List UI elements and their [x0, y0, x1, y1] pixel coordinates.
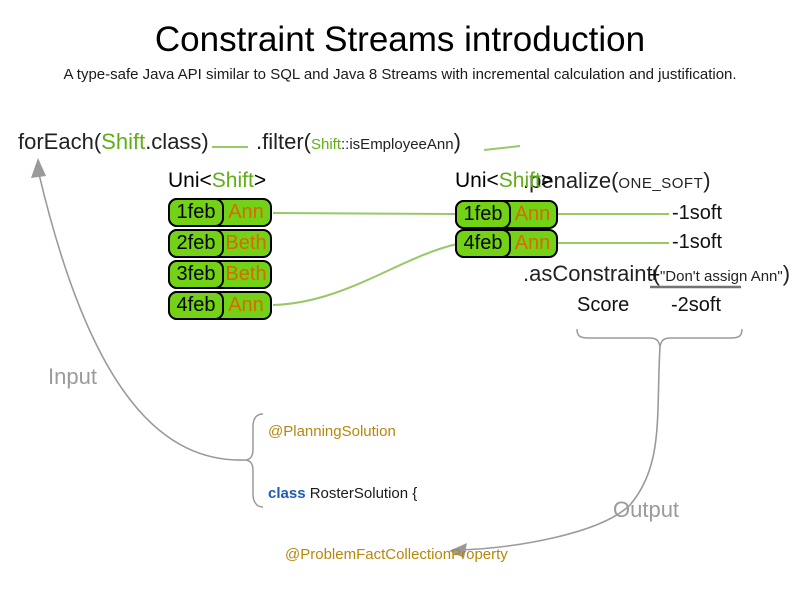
- date-pill: 1feb: [455, 200, 511, 229]
- penalize-suffix: ): [703, 168, 711, 193]
- employee-name: Beth: [225, 263, 267, 285]
- penalize-prefix: .penalize(: [523, 168, 619, 193]
- penalize-arg: ONE_SOFT: [618, 175, 704, 192]
- foreach-suffix: .class): [145, 129, 209, 154]
- filter-call: .filter(Shift::isEmployeeAnn): [256, 129, 461, 155]
- date-pill: 4feb: [455, 229, 511, 258]
- shift-card: Ann 4feb: [455, 229, 558, 258]
- employee-name: Beth: [225, 232, 267, 254]
- pipeline-connector-2: [483, 145, 521, 151]
- score-total: -2soft: [671, 294, 722, 316]
- uni-type: Shift: [211, 169, 254, 192]
- asconstraint-suffix: ): [782, 261, 791, 286]
- penalty-value: -1soft: [672, 231, 723, 253]
- page-title: Constraint Streams introduction: [154, 20, 646, 59]
- foreach-prefix: forEach(: [18, 129, 102, 154]
- filter-type: Shift: [311, 136, 342, 153]
- date-pill: 1feb: [168, 198, 224, 227]
- asconstraint-call: .asConstraint("Don't assign Ann"): [523, 259, 790, 292]
- code-line-annotation-solution: @PlanningSolution: [268, 422, 519, 443]
- uni-suffix: >: [540, 169, 554, 192]
- sum-operator: +: [648, 264, 661, 287]
- uni-prefix: Uni<: [455, 169, 499, 192]
- shift-card: Beth 2feb: [168, 229, 272, 258]
- foreach-call: forEach(Shift.class): [18, 129, 209, 155]
- code-block: @PlanningSolution class RosterSolution {…: [268, 381, 519, 600]
- uni-suffix: >: [253, 169, 267, 192]
- code-group-brace: [245, 413, 264, 508]
- employee-name: Ann: [228, 201, 264, 223]
- match-line-4feb: [272, 243, 458, 306]
- left-stream-type-label: Uni<Shift>: [168, 169, 266, 193]
- code-line-class-decl: class RosterSolution {: [268, 484, 519, 505]
- foreach-type: Shift: [101, 129, 146, 154]
- filter-method-ref: ::isEmployeeAnn: [341, 136, 454, 153]
- date-pill: 3feb: [168, 260, 224, 289]
- penalty-value: -1soft: [672, 202, 723, 224]
- employee-name: Ann: [228, 294, 264, 316]
- input-arrowhead-icon: [31, 158, 46, 178]
- keyword-class: class: [268, 484, 306, 502]
- output-label: Output: [613, 497, 680, 522]
- code-line-annotation-fact: @ProblemFactCollectionProperty: [268, 545, 519, 566]
- employee-name: Ann: [514, 232, 551, 254]
- filter-prefix: .filter(: [256, 129, 311, 154]
- date-pill: 2feb: [168, 229, 224, 258]
- asconstraint-arg: "Don't assign Ann": [659, 268, 783, 285]
- input-label: Input: [48, 364, 97, 389]
- right-stream-type-label: Uni<Shift>: [455, 169, 553, 193]
- page-subtitle: A type-safe Java API similar to SQL and …: [63, 66, 737, 83]
- uni-type: Shift: [498, 169, 541, 192]
- uni-prefix: Uni<: [168, 169, 212, 192]
- penalize-block: .penalize(ONE_SOFT) .asConstraint("Don't…: [523, 106, 790, 352]
- asconstraint-prefix: .asConstraint(: [523, 261, 660, 286]
- shift-card: Ann 4feb: [168, 291, 272, 320]
- match-line-1feb: [272, 212, 458, 215]
- filter-suffix: ): [453, 129, 461, 154]
- class-declaration: RosterSolution {: [305, 484, 418, 502]
- employee-name: Ann: [514, 203, 551, 225]
- annotation-problem-fact: @ProblemFactCollectionProperty: [285, 546, 508, 563]
- penalize-call: .penalize(ONE_SOFT): [523, 166, 790, 199]
- annotation-planning-solution: @PlanningSolution: [268, 423, 396, 440]
- shift-card: Beth 3feb: [168, 260, 272, 289]
- date-pill: 4feb: [168, 291, 224, 320]
- shift-card: Ann 1feb: [455, 200, 558, 229]
- shift-card: Ann 1feb: [168, 198, 272, 227]
- score-label: Score: [577, 294, 630, 316]
